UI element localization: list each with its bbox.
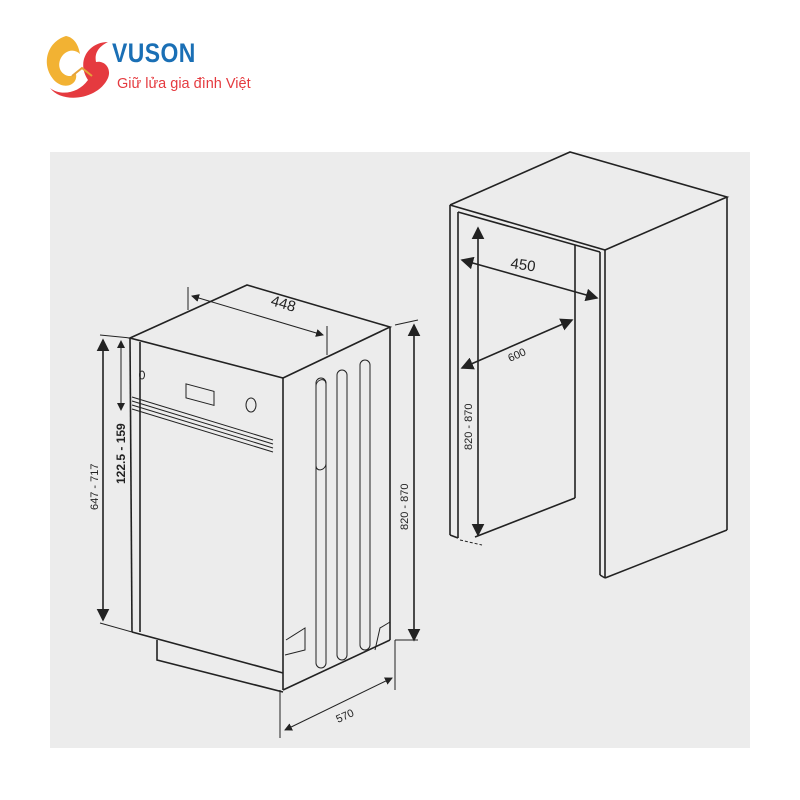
dishwasher-depth-label: 570 (334, 707, 356, 725)
dishwasher-height-label: 820 - 870 (399, 484, 411, 530)
diagram-background (50, 152, 750, 748)
cabinet-height-label: 820 - 870 (463, 404, 475, 450)
cabinet-drawing (449, 151, 730, 579)
logo-mark-icon (46, 36, 110, 98)
brand-slogan: Giữ lửa gia đình Việt (117, 76, 251, 92)
door-height-label: 647 - 717 (89, 464, 101, 510)
brand-name: VUSON (112, 38, 196, 68)
cabinet-depth-label: 600 (506, 346, 528, 364)
panel-height-label: 122.5 - 159 (114, 423, 128, 484)
dishwasher-width-label: 448 (269, 293, 298, 316)
logo (38, 32, 278, 102)
cabinet-width-label: 450 (509, 255, 536, 275)
dishwasher-drawing (127, 284, 393, 693)
